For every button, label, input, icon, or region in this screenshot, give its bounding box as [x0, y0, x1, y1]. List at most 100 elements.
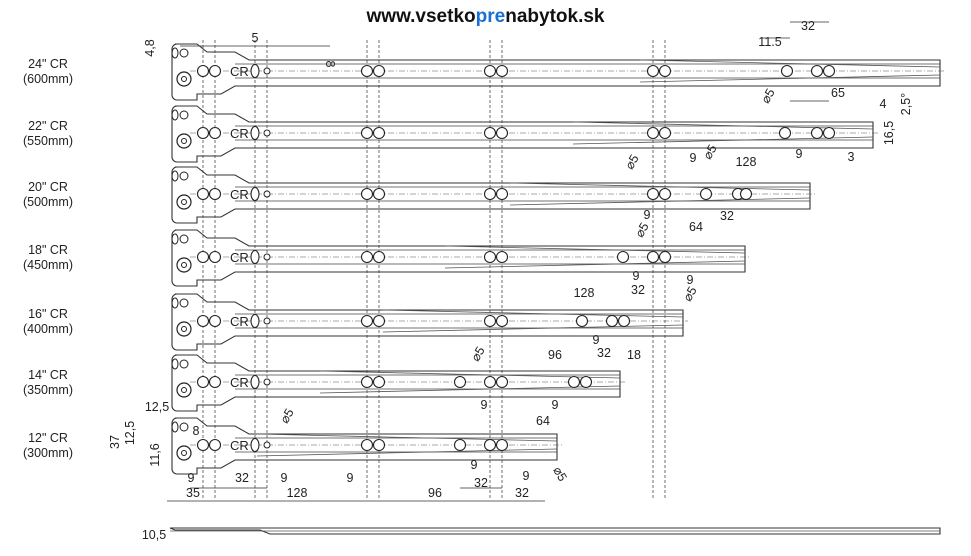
rail-label: 16" CR(400mm) — [10, 307, 86, 337]
cr-mark: CR — [230, 314, 249, 329]
dimension-label: 4 — [880, 97, 887, 111]
rail-length: (500mm) — [22, 195, 73, 209]
screw-hole-icon — [739, 187, 753, 201]
screw-hole-icon — [778, 126, 792, 140]
mount-hole-icon — [176, 321, 192, 337]
screw-hole-icon — [208, 250, 222, 264]
small-hole-icon — [263, 190, 271, 198]
screw-hole-icon — [360, 126, 374, 140]
site-url-title: www.vsetkoprenabytok.sk — [0, 6, 971, 28]
screw-hole-icon — [810, 64, 824, 78]
screw-hole-icon — [453, 375, 467, 389]
rail-length: (350mm) — [22, 383, 73, 397]
dimension-label: 128 — [287, 486, 308, 500]
dimension-label: 11,6 — [148, 443, 162, 466]
dimension-label: 3 — [848, 150, 855, 164]
dimension-label: 64 — [689, 220, 703, 234]
dimension-label: ⌀5 — [700, 142, 719, 162]
rail-outline — [171, 229, 746, 287]
dimension-label: 9 — [481, 398, 488, 412]
rail-size: 14" CR — [28, 368, 68, 382]
rail-length: (600mm) — [22, 72, 73, 86]
screw-hole-icon — [822, 126, 836, 140]
dimension-label: 128 — [574, 286, 595, 300]
screw-hole-icon — [208, 314, 222, 328]
dimension-label: 5 — [252, 31, 259, 45]
rail: CR — [171, 417, 562, 475]
dimension-label: ⌀5 — [277, 406, 296, 426]
mount-hole-icon — [176, 445, 192, 461]
screw-hole-icon — [453, 438, 467, 452]
dimension-label: 32 — [235, 471, 249, 485]
url-part: www.vsetko — [366, 6, 476, 27]
url-highlight: pre — [475, 6, 506, 27]
screw-hole-icon — [605, 314, 619, 328]
dimension-label: 9 — [281, 471, 288, 485]
dimension-label: 32 — [631, 283, 645, 297]
dimension-label: ⌀5 — [680, 284, 699, 304]
rail: CR — [171, 43, 945, 101]
cr-mark: CR — [230, 126, 249, 141]
screw-hole-icon — [196, 64, 210, 78]
screw-hole-icon — [646, 250, 660, 264]
dimension-label: 9 — [687, 273, 694, 287]
screw-hole-icon — [372, 187, 386, 201]
slot-hole-icon — [250, 186, 260, 202]
rail-length: (450mm) — [22, 258, 73, 272]
mount-hole-icon — [176, 71, 192, 87]
screw-hole-icon — [360, 250, 374, 264]
screw-hole-icon — [658, 64, 672, 78]
dimension-label: 32 — [515, 486, 529, 500]
dimension-label: ⌀5 — [758, 86, 777, 106]
screw-hole-icon — [196, 375, 210, 389]
screw-hole-icon — [658, 250, 672, 264]
small-hole-icon — [263, 317, 271, 325]
dimension-label: 9 — [552, 398, 559, 412]
rail: CR — [171, 105, 878, 163]
slot-hole-icon — [250, 249, 260, 265]
rail-size: 16" CR — [28, 307, 68, 321]
mount-hole-icon — [179, 422, 189, 432]
screw-hole-icon — [196, 250, 210, 264]
side-profile — [169, 527, 941, 535]
dimension-label: 37 — [108, 435, 122, 449]
small-hole-icon — [263, 129, 271, 137]
rail-outline — [171, 105, 874, 163]
dimension-label: 18 — [627, 348, 641, 362]
dimension-label: 9 — [523, 469, 530, 483]
screw-hole-icon — [646, 187, 660, 201]
slot-hole-icon — [250, 125, 260, 141]
dimension-label: ⌀5 — [468, 344, 487, 364]
slot-hole-icon — [250, 313, 260, 329]
dimension-label: ⌀5 — [622, 152, 641, 172]
mount-hole-icon — [179, 234, 189, 244]
screw-hole-icon — [495, 187, 509, 201]
screw-hole-icon — [208, 187, 222, 201]
dimension-label: 32 — [474, 476, 488, 490]
rail-label: 18" CR(450mm) — [10, 243, 86, 273]
mount-hole-icon — [179, 359, 189, 369]
screw-hole-icon — [658, 126, 672, 140]
url-part: nabytok.sk — [505, 6, 605, 27]
rail-outline — [171, 166, 811, 224]
dimension-label: 32 — [801, 19, 815, 33]
screw-hole-icon — [208, 64, 222, 78]
dimension-label: ⌀5 — [632, 220, 651, 240]
dimension-label: 9 — [633, 269, 640, 283]
dimension-label: ⌀5 — [550, 464, 569, 484]
screw-hole-icon — [699, 187, 713, 201]
screw-hole-icon — [483, 438, 497, 452]
rail-size: 24" CR — [28, 57, 68, 71]
rail-label: 20" CR(500mm) — [10, 180, 86, 210]
screw-hole-icon — [810, 126, 824, 140]
screw-hole-icon — [196, 438, 210, 452]
dimension-label: 4,8 — [143, 39, 157, 56]
rail: CR — [171, 166, 815, 224]
screw-hole-icon — [495, 126, 509, 140]
mount-hole-icon — [179, 171, 189, 181]
rail: CR — [171, 293, 688, 351]
dimension-label: 2,5° — [899, 93, 913, 115]
screw-hole-icon — [495, 375, 509, 389]
screw-hole-icon — [208, 375, 222, 389]
dimension-label: 32 — [720, 209, 734, 223]
